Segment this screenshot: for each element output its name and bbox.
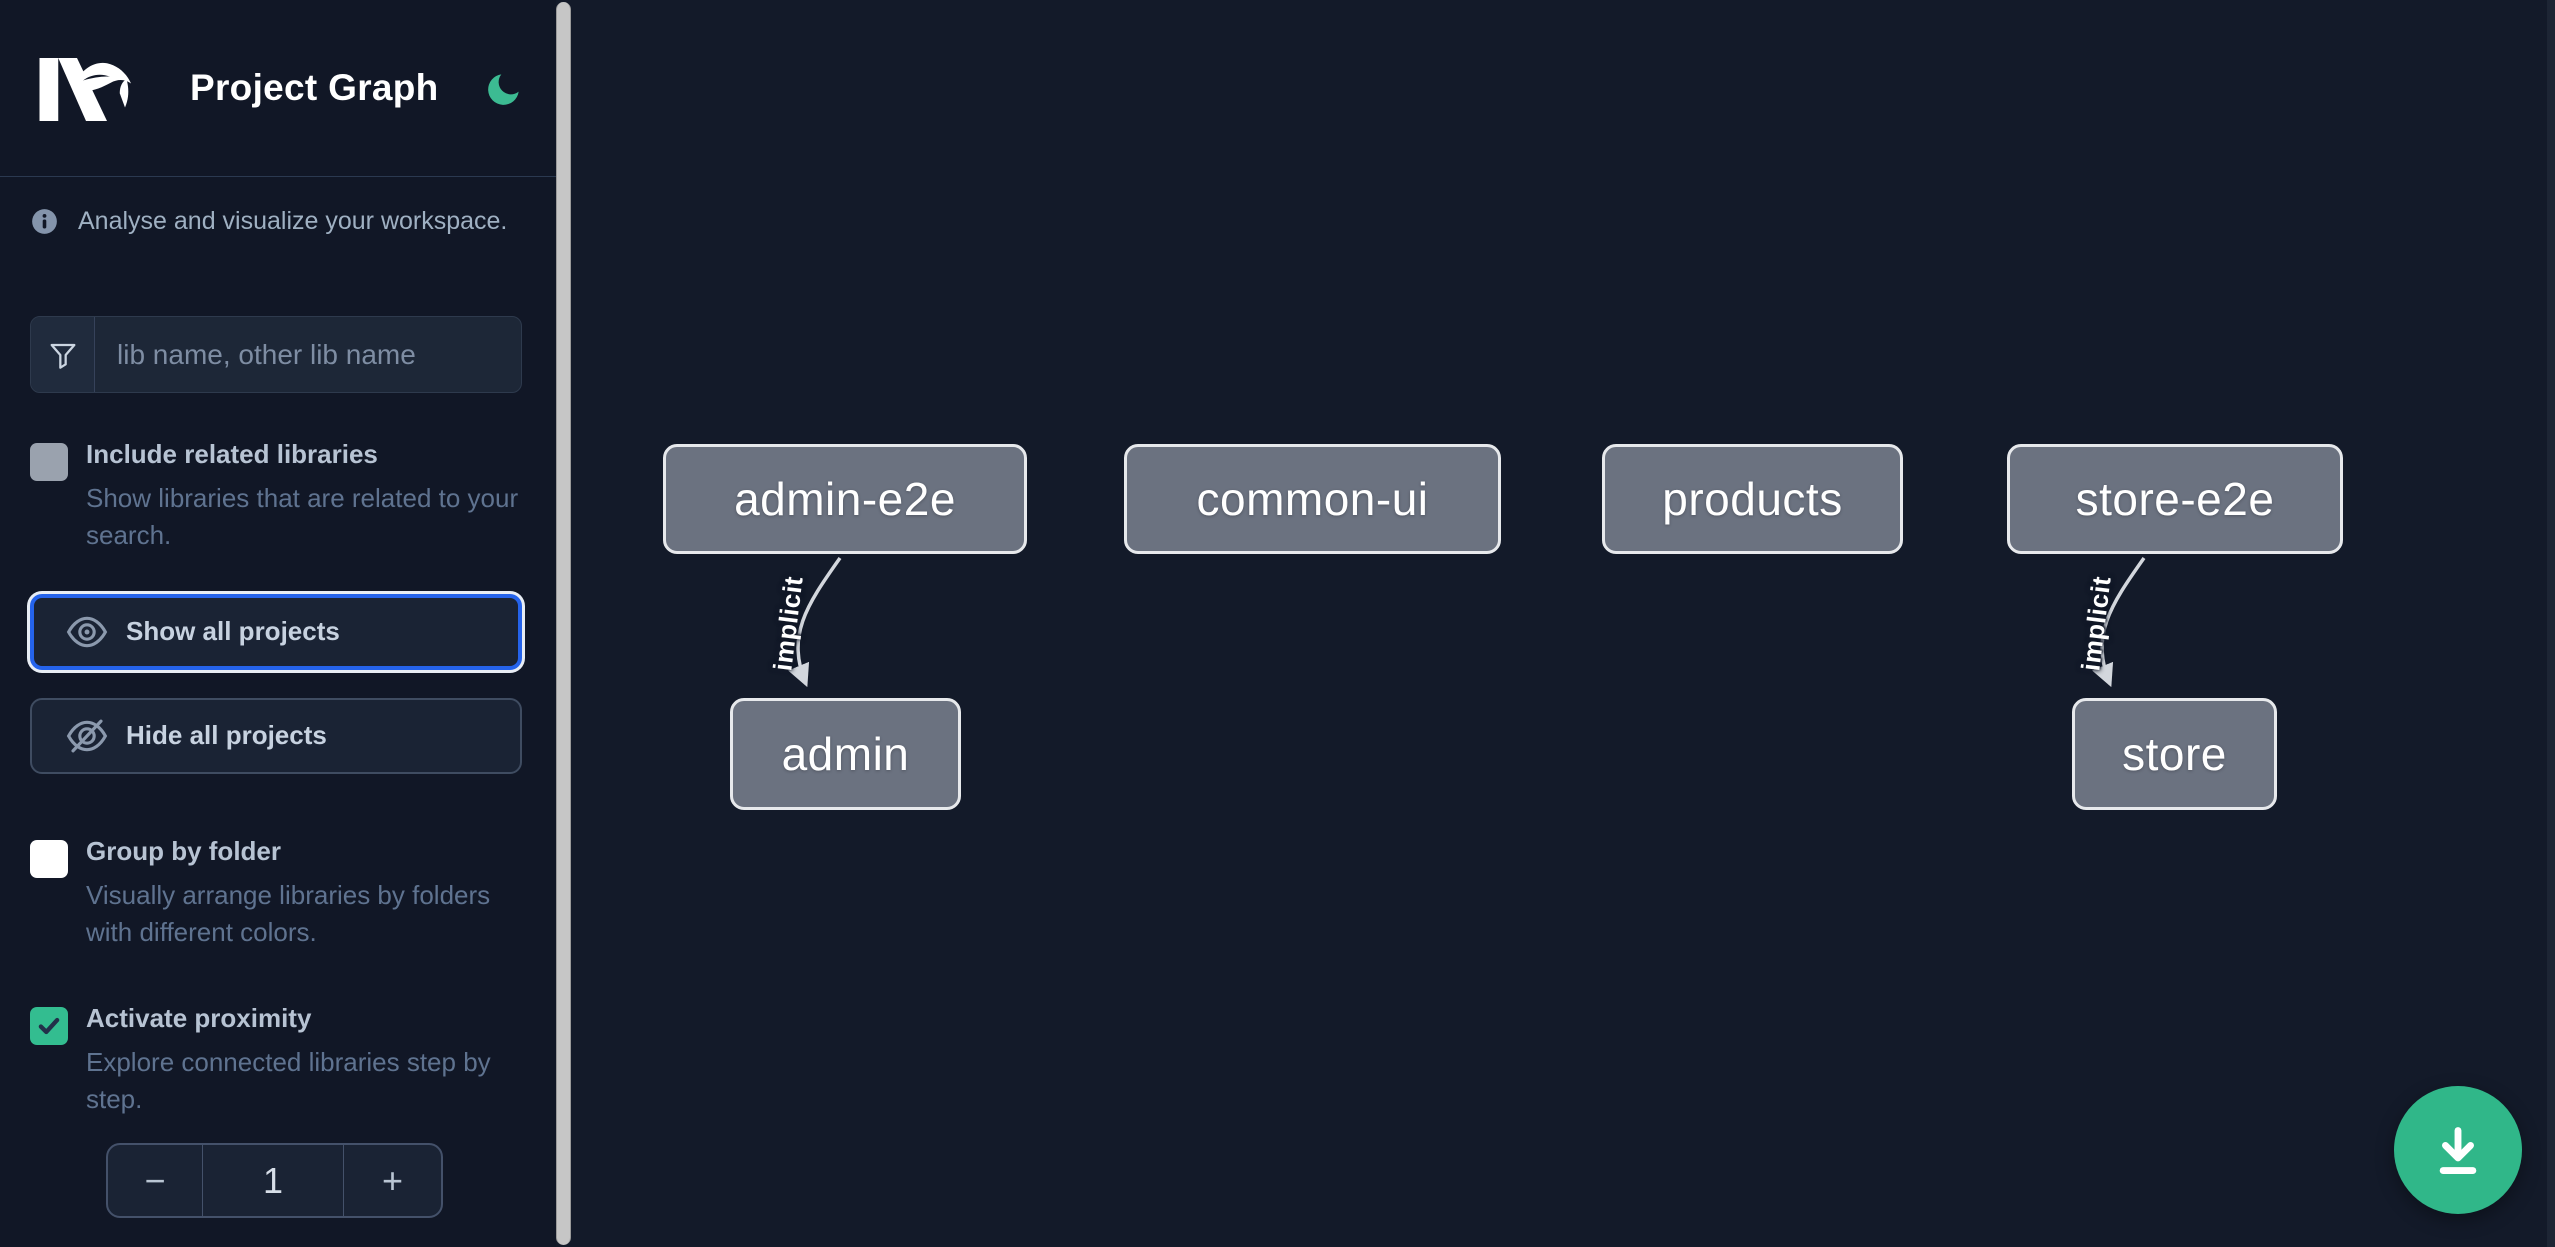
download-graph-button[interactable] [2394,1086,2522,1214]
activate-proximity-checkbox[interactable] [30,1006,68,1045]
proximity-increment-button[interactable]: + [343,1145,441,1217]
graph-node-common-ui[interactable]: common-ui [1124,444,1501,554]
eye-icon [66,616,108,648]
graph-node-admin-e2e[interactable]: admin-e2e [663,444,1027,554]
sidebar: Project Graph Analyse and visualize your… [0,0,556,1247]
activate-proximity-description: Explore connected libraries step by step… [86,1046,491,1114]
graph-node-admin[interactable]: admin [730,698,961,810]
include-related-checkbox[interactable] [30,443,68,481]
hide-all-projects-button[interactable]: Hide all projects [30,697,522,774]
hide-all-projects-label: Hide all projects [126,720,327,751]
proximity-decrement-button[interactable]: − [108,1145,203,1217]
filter-icon-cell [31,317,95,392]
show-all-projects-button[interactable]: Show all projects [30,593,522,670]
group-by-folder-description: Visually arrange libraries by folders wi… [86,879,491,947]
graph-node-products[interactable]: products [1602,444,1903,554]
include-related-description: Show libraries that are related to your … [86,483,519,550]
sidebar-resize-scrollbar[interactable] [556,2,571,1245]
group-by-folder-label: Group by folder [86,835,281,866]
filter-input[interactable] [95,317,521,392]
moon-icon [487,74,519,105]
edge-label-implicit: implicit [767,574,809,673]
include-related-label: Include related libraries [86,439,378,469]
graph-node-store[interactable]: store [2072,698,2277,810]
graph-node-store-e2e[interactable]: store-e2e [2007,444,2343,554]
workspace-tagline-row: Analyse and visualize your workspace. [30,207,522,236]
workspace-tagline: Analyse and visualize your workspace. [78,207,508,235]
filter-box [30,316,522,393]
group-by-folder-row: Group by folder Visually arrange librari… [30,836,522,951]
proximity-stepper: − 1 + [106,1143,443,1219]
checkmark-icon [38,1017,60,1034]
nx-logo [39,58,131,121]
canvas-edge-strip [2547,0,2555,1247]
app-title: Project Graph [190,67,439,108]
info-icon [32,209,57,234]
activate-proximity-label: Activate proximity [86,1002,312,1033]
eye-off-icon [66,719,108,753]
sidebar-header: Project Graph [0,0,556,177]
activate-proximity-row: Activate proximity Explore connected lib… [30,1003,522,1118]
theme-toggle-button[interactable] [485,68,525,108]
edge-label-implicit: implicit [2075,574,2117,673]
group-by-folder-checkbox[interactable] [30,839,68,878]
proximity-value: 1 [262,1159,284,1201]
download-icon [2439,1127,2477,1174]
show-all-projects-label: Show all projects [126,616,340,647]
funnel-icon [50,343,75,369]
include-related-row: Include related libraries Show libraries… [30,439,522,554]
